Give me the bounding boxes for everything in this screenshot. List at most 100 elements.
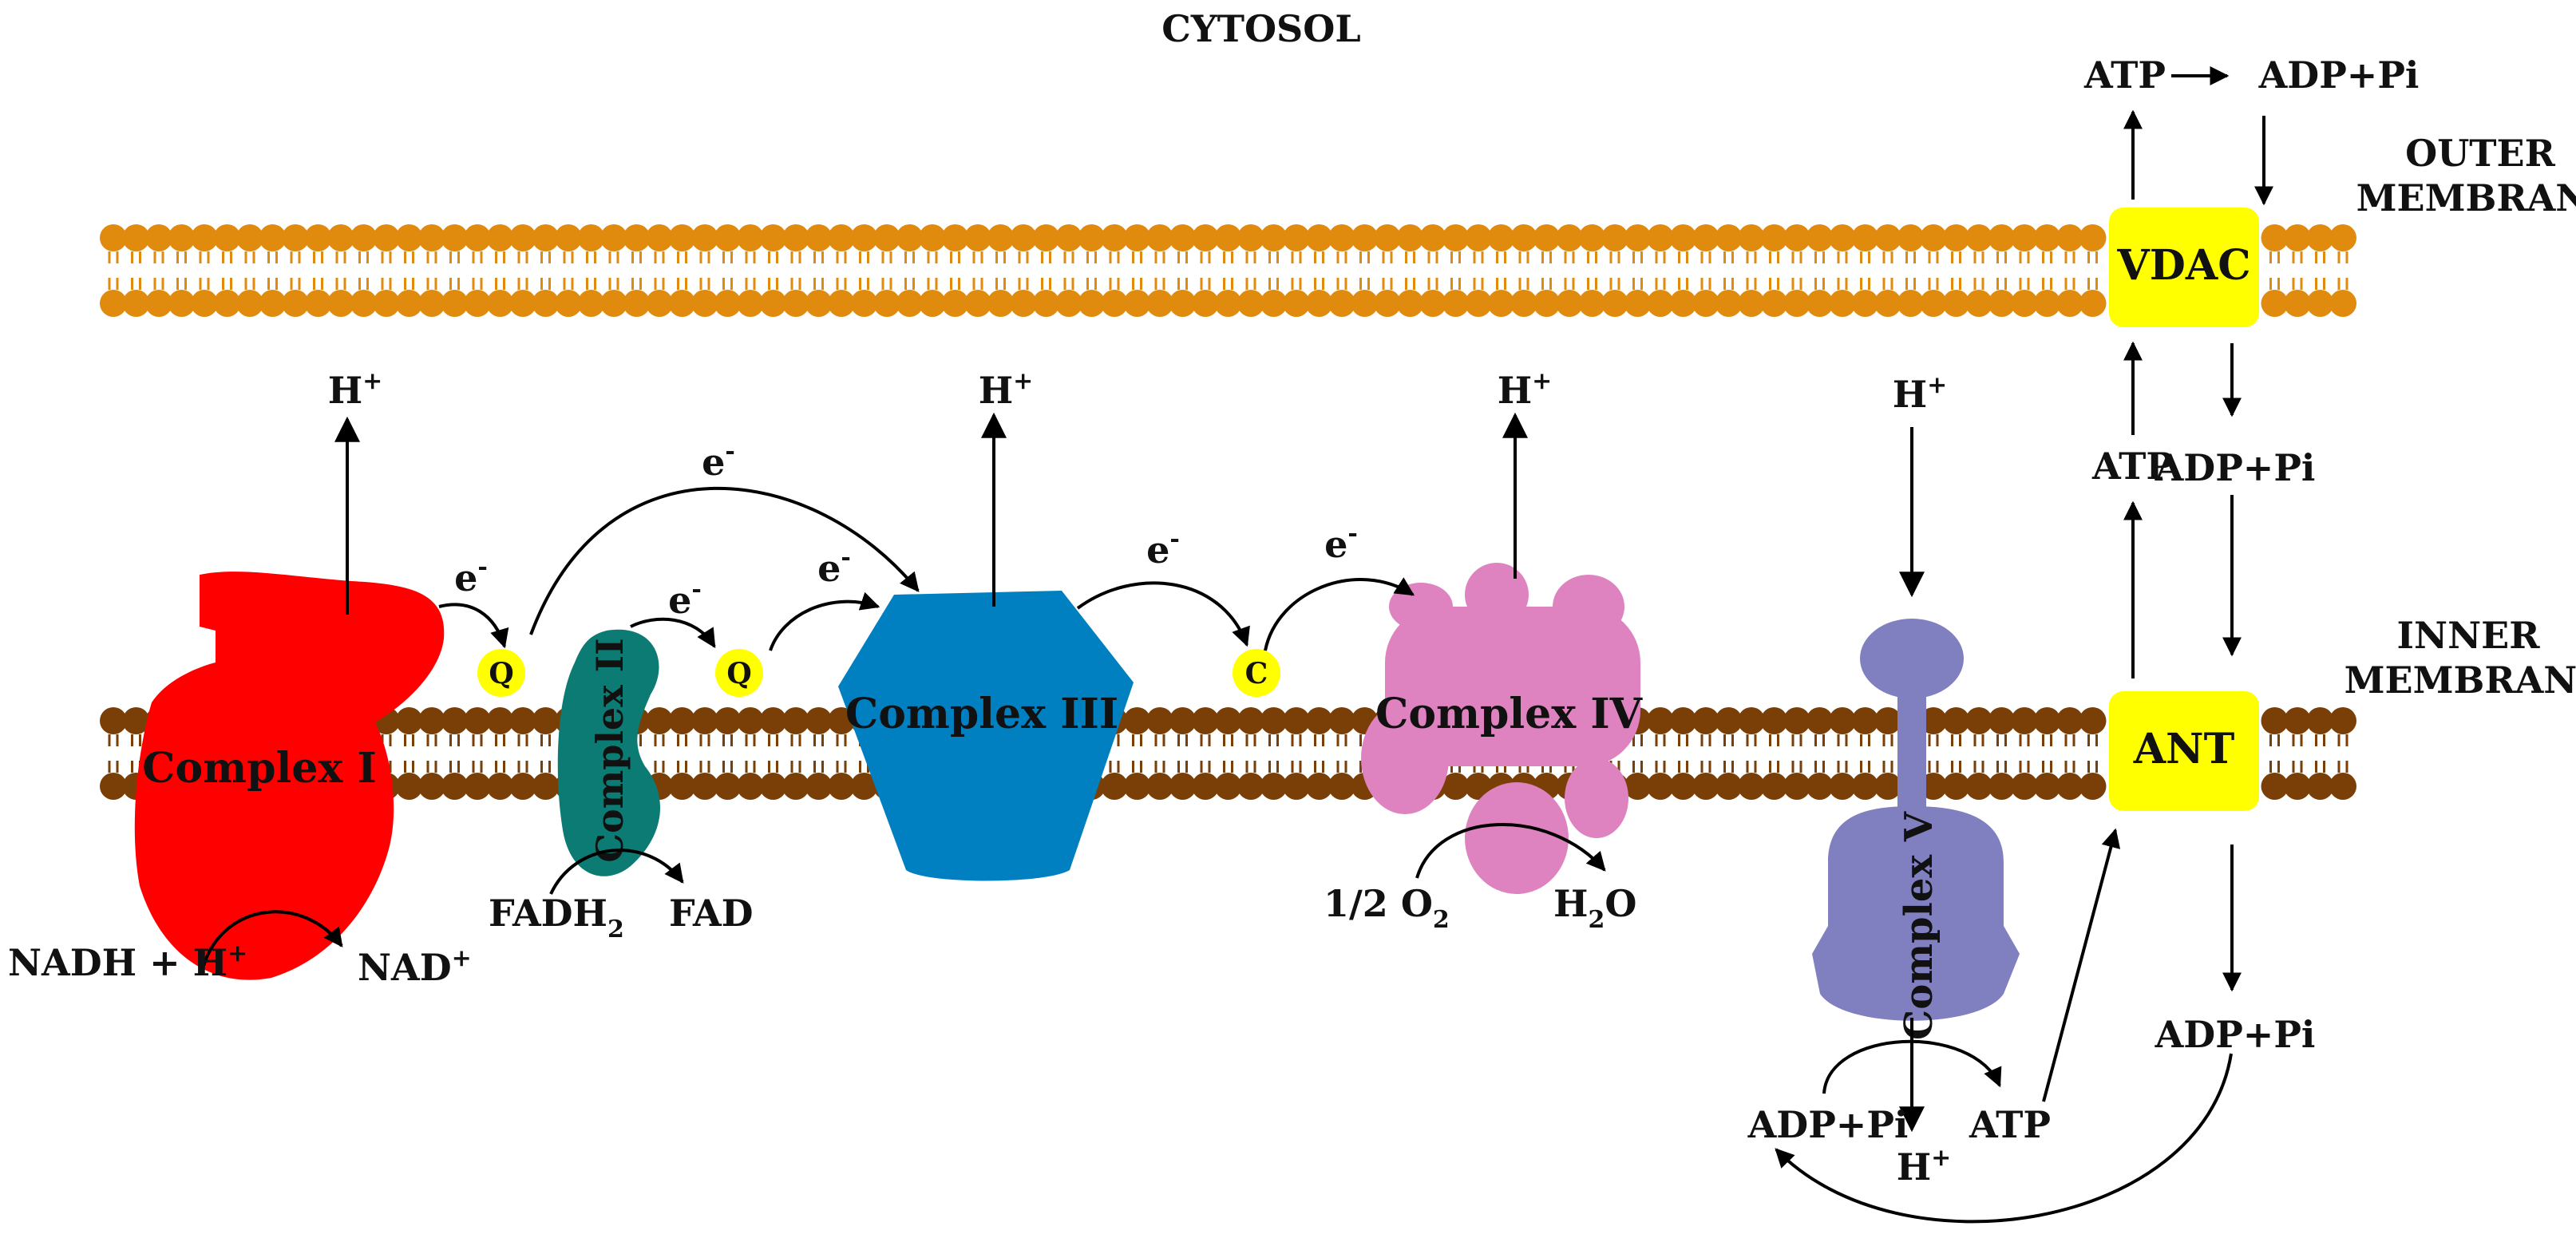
lipid-head — [2306, 290, 2334, 317]
electron-sup: - — [691, 576, 701, 603]
lipid-head — [668, 773, 696, 800]
lipid-head — [737, 773, 764, 800]
lipid-head — [2011, 773, 2038, 800]
lipid-head — [2261, 773, 2289, 800]
lipid-head — [1760, 290, 1788, 317]
lipid-head — [1806, 707, 1834, 734]
lipid-head — [1101, 224, 1128, 251]
lipid-head — [259, 290, 287, 317]
lipid-head — [1760, 224, 1788, 251]
lipid-head — [1942, 290, 1970, 317]
lipid-head — [1305, 290, 1333, 317]
lipid-head — [1624, 773, 1652, 800]
lipid-head — [2079, 224, 2107, 251]
lipid-head — [646, 290, 673, 317]
lipid-head — [1260, 290, 1288, 317]
lipid-head — [805, 773, 833, 800]
oxygen-sub: 2 — [1433, 906, 1450, 934]
lipid-head — [486, 290, 514, 317]
lipid-head — [1214, 773, 1242, 800]
electron-text: e — [668, 579, 691, 622]
lipid-head — [1988, 290, 2016, 317]
lipid-head — [691, 224, 718, 251]
lipid-head — [1851, 773, 1879, 800]
lipid-head — [1169, 224, 1197, 251]
lipid-head — [782, 707, 809, 734]
flow-arrows — [202, 66, 2273, 1224]
lipid-head — [896, 224, 924, 251]
lipid-head — [828, 707, 855, 734]
lipid-head — [1578, 224, 1606, 251]
lipid-head — [2306, 773, 2334, 800]
lipid-head — [1783, 707, 1810, 734]
lipid-head — [1760, 773, 1788, 800]
lipid-head — [1556, 290, 1583, 317]
proton-sup: + — [362, 367, 382, 395]
adp-pi-label-complex-v: ADP+Pi — [1747, 1103, 1909, 1146]
lipid-head — [1601, 290, 1628, 317]
complex-i: Complex I — [134, 572, 445, 980]
electron-sup: - — [477, 553, 487, 581]
lipid-head — [350, 290, 378, 317]
lipid-head — [2261, 224, 2289, 251]
nadh-sup: + — [228, 939, 247, 967]
lipid-head — [100, 773, 127, 800]
cytosol-label: CYTOSOL — [1161, 7, 1360, 50]
lipid-head — [1214, 224, 1242, 251]
lipid-head — [2329, 707, 2356, 734]
ubiquinone-1-label: Q — [489, 657, 513, 690]
lipid-head — [100, 224, 127, 251]
lipid-head — [1169, 773, 1197, 800]
lipid-head — [1032, 290, 1060, 317]
cytochrome-c-label: C — [1245, 657, 1268, 690]
lipid-head — [623, 290, 651, 317]
lipid-head — [418, 290, 445, 317]
lipid-head — [1533, 290, 1561, 317]
vdac-label: VDAC — [2116, 241, 2250, 290]
lipid-head — [1874, 290, 1901, 317]
cytochrome-c-carrier: C — [1233, 649, 1280, 697]
lipid-head — [2056, 773, 2083, 800]
complex-v: Complex V — [1812, 619, 2020, 1040]
lipid-head — [2011, 707, 2038, 734]
lipid-head — [600, 290, 627, 317]
lipid-head — [1851, 290, 1879, 317]
electron-label-6: e- — [1324, 520, 1358, 566]
lipid-head — [1283, 707, 1310, 734]
lipid-head — [1146, 773, 1173, 800]
lipid-head — [327, 290, 354, 317]
lipid-head — [1146, 290, 1173, 317]
lipid-head — [1192, 290, 1219, 317]
lipid-head — [1578, 290, 1606, 317]
lipid-head — [1487, 290, 1515, 317]
lipid-head — [1442, 773, 1470, 800]
lipid-head — [691, 707, 718, 734]
lipid-head — [2033, 290, 2061, 317]
lipid-head — [782, 290, 809, 317]
lipid-head — [1351, 290, 1379, 317]
lipid-head — [2079, 707, 2107, 734]
lipid-head — [691, 290, 718, 317]
lipid-head — [464, 224, 491, 251]
lipid-head — [1465, 290, 1492, 317]
lipid-head — [2284, 773, 2311, 800]
lipid-head — [1260, 224, 1288, 251]
lipid-head — [1669, 773, 1697, 800]
lipid-head — [1237, 707, 1264, 734]
proton-label-complex-i: H+ — [328, 367, 383, 412]
proton-label-complex-v-out: H+ — [1897, 1144, 1952, 1189]
lipid-head — [941, 290, 969, 317]
lipid-head — [1237, 773, 1264, 800]
lipid-head — [1942, 773, 1970, 800]
lipid-head — [896, 290, 924, 317]
fad-label: FAD — [669, 892, 754, 935]
lipid-head — [304, 224, 332, 251]
lipid-head — [1920, 290, 1947, 317]
lipid-head — [759, 773, 787, 800]
water-h: H — [1553, 882, 1588, 925]
lipid-head — [1078, 290, 1106, 317]
lipid-head — [714, 773, 742, 800]
lipid-head — [509, 290, 536, 317]
lipid-head — [555, 290, 582, 317]
lipid-head — [737, 224, 764, 251]
